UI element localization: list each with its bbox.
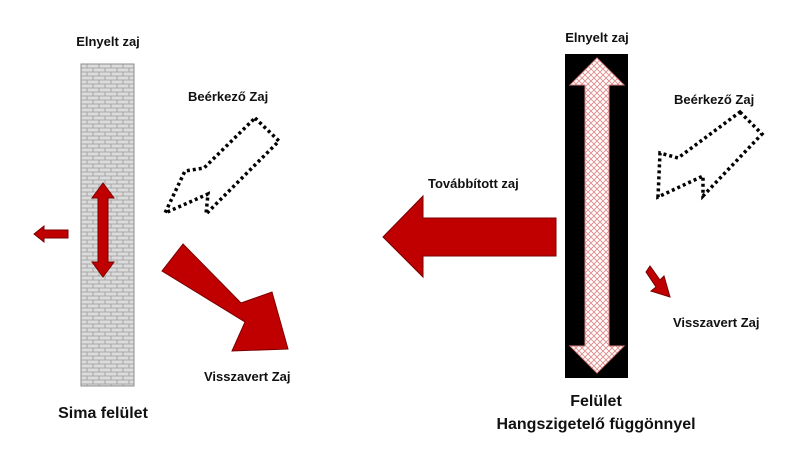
- right-transmitted-label: Továbbított zaj: [428, 176, 519, 191]
- right-absorbed-arrow: [568, 57, 626, 374]
- left-surface-label: Sima felület: [58, 405, 148, 422]
- left-absorbed-arrow: [91, 182, 115, 278]
- right-transmitted-arrow: [382, 194, 557, 279]
- right-reflected-label: Visszavert Zaj: [673, 315, 759, 330]
- right-incoming-label: Beérkező Zaj: [674, 92, 754, 107]
- right-reflected-arrow: [645, 265, 671, 298]
- left-incoming-label: Beérkező Zaj: [188, 89, 268, 104]
- left-reflected-arrow: [161, 243, 289, 352]
- left-incoming-arrow: [161, 115, 282, 219]
- left-absorbed-label: Elnyelt zaj: [76, 34, 140, 49]
- right-absorbed-label: Elnyelt zaj: [565, 30, 629, 45]
- right-surface-label-line2: Hangszigetelő függönnyel: [496, 416, 695, 433]
- right-incoming-arrow: [656, 109, 765, 201]
- left-reflected-label: Visszavert Zaj: [204, 369, 290, 384]
- left-transmitted-arrow: [33, 224, 69, 244]
- right-surface-label-line1: Felület: [570, 393, 622, 410]
